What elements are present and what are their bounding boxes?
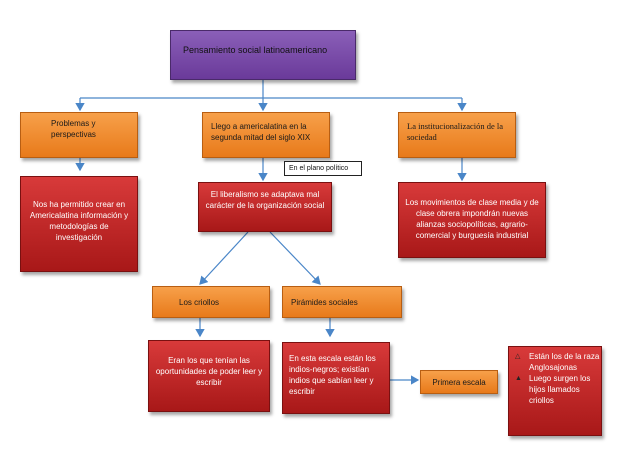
razas-item: △ Están los de la raza Anglosajonas [509, 351, 601, 373]
detail-liberalismo-text: El liberalismo se adaptava mal carácter … [205, 190, 325, 210]
branch-problemas-label: Problemas y perspectivas [51, 119, 96, 139]
branch-llego: Llego a americalatina en la segunda mita… [202, 112, 330, 158]
branch-institucionalizacion-label: La institucionalización de la sociedad [407, 121, 504, 142]
root-node: Pensamiento social latinoamericano [170, 30, 356, 80]
connector-to-criollos [199, 231, 249, 285]
detail-movimientos: Los movimientos de clase media y de clas… [398, 182, 546, 258]
branch-problemas: Problemas y perspectivas [20, 112, 138, 158]
branch-institucionalizacion: La institucionalización de la sociedad [398, 112, 516, 158]
triangle-bullet-icon: ▲ [515, 375, 522, 382]
detail-liberalismo: El liberalismo se adaptava mal carácter … [198, 182, 332, 232]
razas-item-text: Están los de la raza Anglosajonas [529, 352, 600, 372]
sub-piramides-label: Pirámides sociales [291, 298, 358, 307]
detail-piramides: En esta escala están los indios-negros; … [282, 342, 390, 414]
detail-criollos: Eran los que tenían las oportunidades de… [148, 340, 270, 412]
detail-problemas-text: Nos ha permitido crear en Americalatina … [29, 200, 129, 242]
detail-problemas: Nos ha permitido crear en Americalatina … [20, 176, 138, 272]
razas-item: ▲ Luego surgen los hijos llamados crioll… [509, 373, 601, 406]
sub-piramides: Pirámides sociales [282, 286, 402, 318]
root-label: Pensamiento social latinoamericano [183, 45, 328, 55]
razas-item-text: Luego surgen los hijos llamados criollos [529, 374, 591, 405]
razas-list: △ Están los de la raza Anglosajonas ▲ Lu… [509, 347, 601, 406]
triangle-bullet-icon: △ [515, 353, 521, 360]
detail-criollos-text: Eran los que tenían las oportunidades de… [155, 356, 263, 387]
detail-piramides-text: En esta escala están los indios-negros; … [289, 354, 376, 396]
node-primera-escala: Primera escala [420, 370, 498, 394]
sub-criollos-label: Los criollos [179, 298, 220, 307]
node-primera-escala-label: Primera escala [432, 378, 486, 387]
branch-llego-label: Llego a americalatina en la segunda mita… [211, 122, 311, 142]
callout-plano-politico-label: En el plano político [289, 165, 349, 172]
detail-razas: △ Están los de la raza Anglosajonas ▲ Lu… [508, 346, 602, 436]
connector-to-piramides [269, 231, 321, 285]
detail-movimientos-text: Los movimientos de clase media y de clas… [405, 198, 539, 240]
callout-plano-politico: En el plano político [284, 161, 362, 176]
sub-criollos: Los criollos [152, 286, 270, 318]
